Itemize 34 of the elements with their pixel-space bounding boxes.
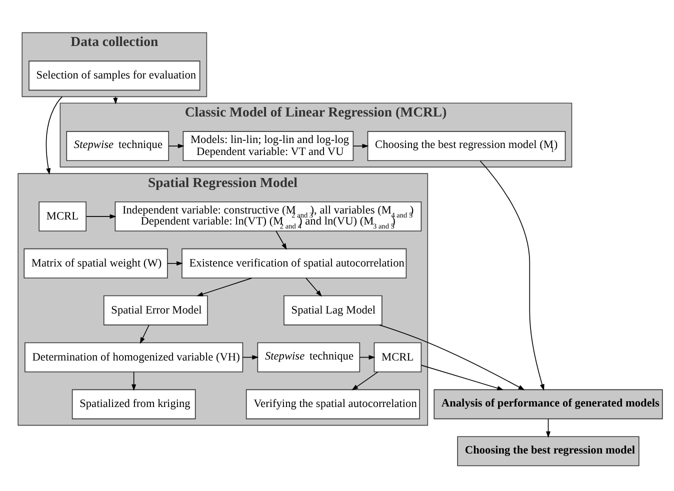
arrow: [196, 277, 252, 296]
arrow: [113, 96, 118, 104]
node-box: Matrix of spatial weight (W): [24, 248, 168, 278]
node-box: Choosing the best regression model (M$_{1}$): [367, 130, 566, 160]
arrow: [306, 277, 322, 296]
node-box: Selection of samples for evaluation: [28, 60, 200, 90]
arrow: [242, 354, 259, 360]
arrow: [46, 96, 63, 174]
arrow: [276, 230, 287, 250]
arrow: [132, 371, 136, 390]
node-box: Spatialized from kriging: [72, 388, 196, 419]
arrow: [420, 364, 504, 390]
node-box: Verifying the spatial autocorrelation: [246, 388, 420, 419]
arrow: [140, 324, 150, 344]
node-box: MCRL: [374, 342, 422, 372]
arrow: [167, 260, 184, 266]
node-box: Choosing the best regression model: [457, 436, 640, 466]
node-box: Models: lin-lin; log-lin and log-log Dependent variable: VT and VU: [182, 130, 354, 160]
arrow: [480, 160, 544, 390]
node-box: Stepwise technique: [257, 342, 360, 372]
node-box: Determination of homogenized variable (VH): [24, 342, 244, 372]
node-box: Spatial Lag Model: [284, 294, 382, 325]
node-box: Existence verification of spatial autocorrelation: [182, 248, 407, 278]
arrow: [378, 324, 525, 390]
arrow: [353, 143, 369, 148]
node-box: MCRL: [38, 200, 86, 231]
node-box: Spatial Error Model: [103, 294, 208, 325]
arrow: [352, 371, 378, 390]
arrow: [359, 354, 376, 360]
arrow: [168, 143, 184, 148]
arrow: [546, 418, 551, 438]
node-box: Analysis of performance of generated models: [434, 388, 663, 419]
arrow: [86, 214, 116, 218]
node-box: Stepwise technique: [66, 130, 170, 160]
